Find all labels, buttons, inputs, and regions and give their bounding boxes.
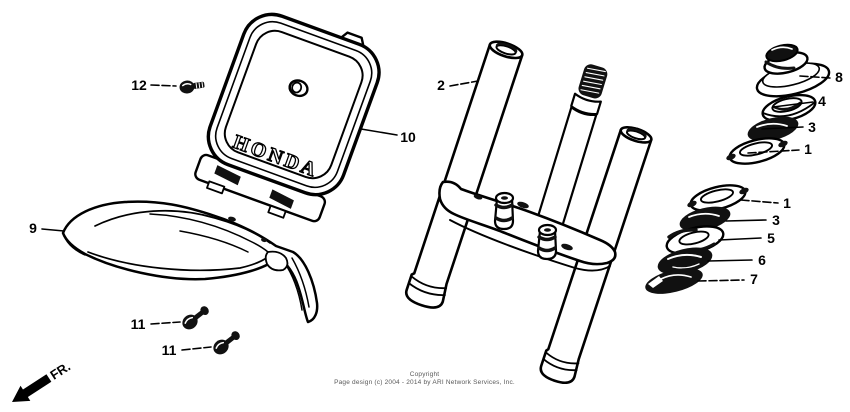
copyright-note: Copyright Page design (c) 2004 - 2014 by… bbox=[272, 371, 577, 386]
grommet-icon bbox=[288, 79, 309, 98]
bolt-12 bbox=[179, 80, 205, 94]
front-fender bbox=[61, 200, 319, 324]
seal-3-mid bbox=[679, 206, 731, 232]
callout-6[interactable]: 6 bbox=[758, 252, 766, 268]
callout-1-mid[interactable]: 1 bbox=[783, 195, 791, 211]
callout-2[interactable]: 2 bbox=[437, 77, 445, 93]
callout-1-top[interactable]: 1 bbox=[804, 141, 812, 157]
callout-3-mid[interactable]: 3 bbox=[772, 212, 780, 228]
callout-10[interactable]: 10 bbox=[400, 129, 416, 145]
fender-side-tab bbox=[264, 250, 289, 272]
callout-11-upper[interactable]: 11 bbox=[130, 316, 146, 332]
leader-2 bbox=[449, 80, 479, 87]
bolt-11-upper bbox=[182, 306, 209, 330]
front-direction-label: FR. bbox=[47, 359, 73, 383]
steering-stem-nut bbox=[755, 43, 831, 98]
bearing-6 bbox=[657, 247, 713, 275]
leader-5 bbox=[718, 237, 762, 241]
bolt-11-lower bbox=[213, 331, 240, 355]
fork-bridge-clamp bbox=[438, 180, 617, 272]
callout-8[interactable]: 8 bbox=[835, 69, 843, 85]
leader-3-mid bbox=[725, 219, 767, 222]
callout-5[interactable]: 5 bbox=[767, 230, 775, 246]
race-1-top bbox=[726, 137, 788, 165]
leader-11-lower bbox=[181, 346, 212, 351]
callout-3-top[interactable]: 3 bbox=[808, 119, 816, 135]
callout-4[interactable]: 4 bbox=[818, 93, 826, 109]
race-7 bbox=[645, 268, 703, 294]
clamp-boss-left bbox=[493, 191, 515, 231]
leader-1-mid bbox=[740, 199, 779, 204]
number-plate-bracket bbox=[194, 153, 327, 223]
copyright-line2: Page design (c) 2004 - 2014 by ARI Netwo… bbox=[334, 378, 515, 386]
leader-3-top bbox=[761, 126, 804, 130]
copyright-line1: Copyright bbox=[409, 371, 440, 378]
callout-7[interactable]: 7 bbox=[750, 271, 758, 287]
fender-hole bbox=[228, 216, 236, 222]
leader-8 bbox=[799, 75, 831, 79]
leader-9 bbox=[41, 228, 65, 232]
front-direction-arrow: FR. bbox=[12, 359, 73, 402]
leader-10 bbox=[360, 128, 398, 136]
fork-tube-left bbox=[404, 40, 524, 309]
number-plate: HONDA bbox=[194, 12, 381, 223]
leader-12 bbox=[150, 84, 177, 87]
clamp-boss-right bbox=[536, 223, 558, 261]
leader-7 bbox=[697, 279, 745, 282]
fender-hole bbox=[261, 237, 267, 243]
callout-12[interactable]: 12 bbox=[131, 77, 147, 93]
leader-lines bbox=[41, 75, 831, 351]
leader-4 bbox=[772, 101, 814, 108]
leader-11-upper bbox=[150, 321, 181, 325]
arrow-icon bbox=[12, 374, 52, 402]
callout-9[interactable]: 9 bbox=[29, 220, 37, 236]
callout-11-lower[interactable]: 11 bbox=[161, 342, 177, 358]
steering-stem bbox=[534, 64, 608, 234]
leader-6 bbox=[707, 259, 753, 262]
leader-1-top bbox=[747, 149, 800, 154]
